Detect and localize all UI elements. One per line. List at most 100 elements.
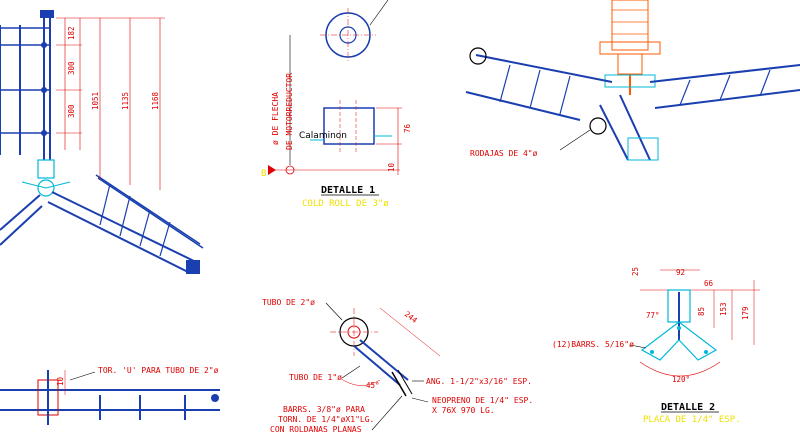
left-ladder-assembly: 182 300 300 1051 1135 1168 xyxy=(0,10,204,274)
detail-2-subtitle: PLACA DE 1/4" ESP. xyxy=(643,415,741,425)
label-tor-u: TOR. 'U' PARA TUBO DE 2"ø xyxy=(98,366,219,375)
arm-right-rail-2 xyxy=(97,177,204,249)
rung-cap xyxy=(41,130,47,136)
bolt-hole xyxy=(704,350,708,354)
arm-left-rail xyxy=(475,54,613,83)
dim-153: 153 xyxy=(719,302,728,316)
leader-line xyxy=(559,129,591,151)
angle-plate-2 xyxy=(397,369,413,395)
rung-cap xyxy=(41,42,47,48)
hub-brace xyxy=(21,181,71,189)
label-flecha: ø DE FLECHA xyxy=(271,92,280,145)
arm-right-rung xyxy=(759,69,771,97)
motor-flange xyxy=(599,41,661,55)
arm-right-rung xyxy=(139,209,151,247)
label-ang: ANG. 1-1/2"x3/16" ESP. xyxy=(426,377,532,386)
bottom-ladder: 10 TOR. 'U' PARA TUBO DE 2"ø xyxy=(0,366,220,425)
label-neopreno-1: NEOPRENO DE 1/4" ESP. xyxy=(432,396,533,405)
dim-66: 66 xyxy=(704,279,714,288)
motor-coupling xyxy=(617,53,643,75)
roller-block xyxy=(323,107,375,145)
arm-left-top xyxy=(0,194,41,231)
ladder-top-cap xyxy=(40,10,54,18)
label-rodajas: RODAJAS DE 4"ø xyxy=(470,149,538,158)
detail-1-subtitle: COLD ROLL DE 3"ø xyxy=(302,199,389,209)
bolt-hole xyxy=(677,326,681,330)
tube-1-arm xyxy=(353,345,401,386)
section-marker xyxy=(285,165,295,175)
label-barrs-1: BARRS. 3/8"ø PARA xyxy=(283,405,365,414)
arm-left-rung xyxy=(499,64,511,103)
dim-300-a: 300 xyxy=(67,61,76,75)
motor-body xyxy=(611,0,649,51)
arm-right-rung xyxy=(679,79,691,106)
angle-arc xyxy=(339,377,381,386)
arm-right-bottom xyxy=(47,201,189,273)
label-barrs12: (12)BARRS. 5/16"ø xyxy=(552,340,634,349)
arm-right-rail-2 xyxy=(654,89,800,109)
dim-10-a: 10 xyxy=(387,162,396,172)
dim-1168: 1168 xyxy=(151,91,160,110)
dim-179: 179 xyxy=(741,306,750,320)
dim-1135: 1135 xyxy=(121,92,130,110)
arm-right-top xyxy=(51,191,197,263)
arm-left-bottom xyxy=(0,205,43,246)
leader-line xyxy=(369,0,389,26)
arm-right-rung xyxy=(99,183,111,226)
leader-line xyxy=(629,344,647,349)
arm-right-rail xyxy=(95,174,201,245)
dim-182: 182 xyxy=(67,26,76,40)
end-cap xyxy=(211,394,219,402)
angle-plate xyxy=(391,371,407,397)
detail-2: 92 66 25 85 153 179 77° 120° (12)BARRS. … xyxy=(552,267,760,425)
arm-left-rung xyxy=(529,69,541,109)
label-tubo2: TUBO DE 2"ø xyxy=(262,298,315,307)
arm-right-end-cap xyxy=(186,260,200,274)
arm-right-rail xyxy=(649,64,800,83)
label-tubo1: TUBO DE 1"ø xyxy=(289,373,342,382)
arm-lower-rail xyxy=(619,94,651,161)
roller-wheel xyxy=(589,117,607,135)
arm-left-rung xyxy=(559,75,571,115)
dim-120: 120° xyxy=(672,375,690,384)
rung-cap xyxy=(41,87,47,93)
dim-300-b: 300 xyxy=(67,104,76,118)
dim-1051: 1051 xyxy=(91,92,100,110)
dim-25: 25 xyxy=(631,267,640,276)
label-neopreno-2: X 76X 970 LG. xyxy=(432,406,495,415)
leader-line xyxy=(69,371,96,381)
arm-right-rung xyxy=(719,74,731,101)
dim-76: 76 xyxy=(403,123,412,133)
arm-lower-rail-2 xyxy=(599,104,629,161)
leader-line xyxy=(341,365,361,379)
dim-line xyxy=(379,307,441,357)
motor-assembly: RODAJAS DE 4"ø xyxy=(465,0,800,161)
leader-line xyxy=(325,302,343,321)
dim-85: 85 xyxy=(697,307,706,316)
arm-right-rung xyxy=(159,221,171,257)
dim-10-b: 10 xyxy=(56,376,65,386)
leader-line xyxy=(371,395,403,431)
detail-1: ø DE FLECHA DE MOTORREDUCTOR Calaminon 7… xyxy=(261,0,412,209)
marker-b: B xyxy=(261,169,266,179)
section-arrow xyxy=(268,165,276,175)
angle-arc xyxy=(639,361,721,377)
bolt-hole xyxy=(650,350,654,354)
dim-92: 92 xyxy=(676,268,685,277)
arm-left-rail-2 xyxy=(465,91,581,121)
arm-lower-plate xyxy=(627,137,659,161)
dim-45: 45° xyxy=(366,381,380,390)
plate-tri-arms xyxy=(640,321,718,361)
dim-77: 77° xyxy=(646,311,660,320)
label-calaminon: Calaminon xyxy=(299,131,347,141)
dim-244: 244 xyxy=(403,309,420,325)
tube-detail: 244 45° TUBO DE 2"ø TUBO DE 1"ø ANG. 1-1… xyxy=(262,298,533,433)
hub-block xyxy=(37,159,55,179)
leader-line xyxy=(411,397,429,403)
roller-wheel xyxy=(469,47,487,65)
arm-right-rung xyxy=(119,195,131,237)
label-barrs-2: TORN. DE 1/4"øX1"LG. xyxy=(278,415,374,424)
detail-1-title: DETALLE 1 xyxy=(321,185,375,196)
label-motorreductor: DE MOTORREDUCTOR xyxy=(285,73,294,150)
